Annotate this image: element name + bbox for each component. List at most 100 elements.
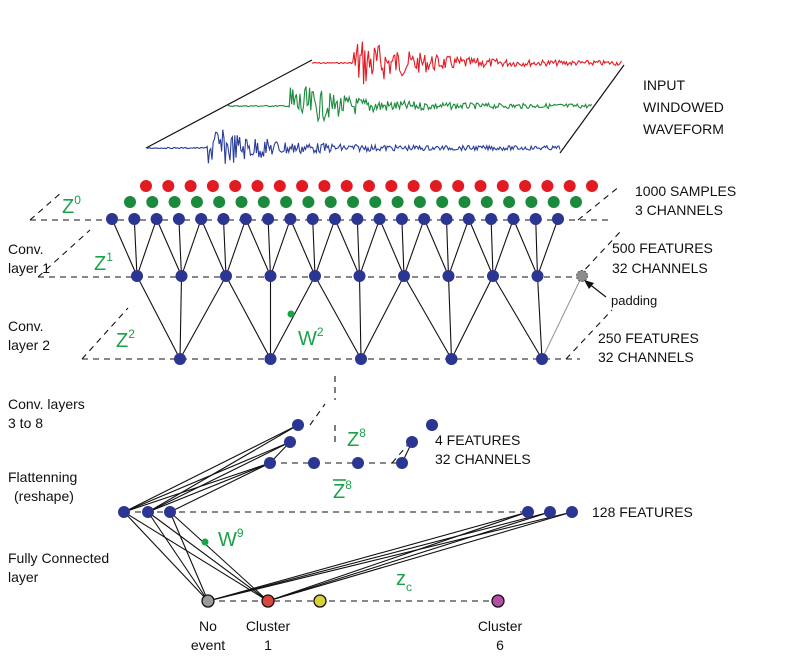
- f250-label-line2: 32 CHANNELS: [598, 349, 694, 365]
- flatten-node: [142, 506, 154, 518]
- edge-fc: [267, 511, 573, 602]
- edge-z1-z2: [136, 275, 181, 360]
- conv1-node: [442, 270, 455, 282]
- z8-channel-node: [426, 419, 438, 431]
- waveform-red-channel: [311, 41, 623, 85]
- cluster1-label-line2: 1: [264, 637, 272, 653]
- edge-z1-z2: [451, 275, 494, 360]
- sample-node-red: [385, 180, 398, 192]
- conv1-label-line2: layer 1: [8, 260, 50, 276]
- edge-z1-z2: [536, 275, 543, 360]
- node-cluster-1: [261, 594, 275, 608]
- edge-padding: [541, 275, 583, 360]
- input-node: [395, 213, 408, 225]
- node-no-event: [201, 594, 215, 608]
- sample-node-green: [302, 196, 315, 208]
- cluster6-label-line2: 6: [496, 637, 504, 653]
- input-node: [529, 213, 542, 225]
- edge-z8-flatten: [169, 462, 271, 513]
- edge-z0-z1: [180, 218, 202, 277]
- input-node: [373, 213, 386, 225]
- symbol-w2: W2: [298, 325, 324, 350]
- conv1-node: [531, 270, 544, 282]
- sample-node-red: [340, 180, 353, 192]
- conv1-node: [353, 270, 366, 282]
- edge-z0-z1: [536, 218, 559, 277]
- plane-z2-right: [565, 309, 613, 360]
- conv2-label-line2: layer 2: [8, 337, 50, 353]
- plane-z0-left: [29, 191, 63, 221]
- f500-label-line1: 500 FEATURES: [612, 240, 713, 256]
- edge-z0-z1: [225, 218, 247, 277]
- edge-z0-z1: [535, 218, 539, 277]
- symbol-zc: zc: [396, 568, 412, 594]
- connections: [111, 218, 583, 602]
- waveform-green-channel: [227, 86, 593, 123]
- nodes: [106, 180, 598, 518]
- edge-z8-flatten: [123, 441, 291, 513]
- padding-label: padding: [611, 293, 657, 308]
- sample-node-red: [496, 180, 509, 192]
- conv1-node: [220, 270, 232, 282]
- panel-edge-right: [559, 64, 625, 154]
- f4-label-line2: 32 CHANNELS: [435, 451, 531, 467]
- fc-label-line2: layer: [8, 569, 39, 585]
- edge-fc: [169, 511, 209, 602]
- cluster6-label-line1: Cluster: [478, 618, 523, 634]
- edge-fc: [147, 511, 269, 602]
- edge-z0-z1: [379, 218, 405, 277]
- sample-node-green: [257, 196, 270, 208]
- z8-node: [308, 457, 320, 469]
- sample-node-green: [413, 196, 426, 208]
- sample-node-red: [206, 180, 219, 192]
- edge-z1-z2: [360, 275, 405, 360]
- edge-z0-z1: [178, 218, 183, 277]
- flatten-node: [522, 506, 534, 518]
- sample-node-red: [184, 180, 197, 192]
- edge-z8-flatten: [147, 462, 271, 513]
- input-node: [106, 213, 118, 225]
- f4-label-line1: 4 FEATURES: [435, 432, 520, 448]
- edge-fc: [267, 511, 529, 602]
- input-node: [418, 213, 431, 225]
- fc-label-line1: Fully Connected: [8, 550, 109, 566]
- sample-node-red: [251, 180, 264, 192]
- conv2-node: [445, 353, 458, 365]
- symbol-z2: Z2: [116, 327, 135, 352]
- sample-node-red: [452, 180, 465, 192]
- input-label-line3: WAVEFORM: [643, 121, 724, 137]
- sample-node-red: [296, 180, 309, 192]
- padding-node: [576, 270, 588, 282]
- input-node: [150, 213, 163, 225]
- edge-z0-z1: [401, 218, 405, 277]
- weight-dot-w2: [287, 310, 295, 318]
- node-cluster-6: [491, 594, 505, 608]
- conv2-node: [174, 353, 186, 365]
- edge-fc: [169, 511, 269, 602]
- sample-node-green: [369, 196, 382, 208]
- input-label-line1: INPUT: [643, 77, 685, 93]
- sample-node-red: [429, 180, 442, 192]
- sample-node-green: [124, 196, 136, 208]
- sample-node-green: [213, 196, 226, 208]
- sample-node-red: [474, 180, 487, 192]
- conv1-node: [309, 270, 321, 282]
- edge-z0-z1: [133, 218, 138, 277]
- z8-channel-node: [406, 436, 418, 448]
- edge-z0-z1: [490, 218, 494, 277]
- no-event-label-line2: event: [191, 637, 225, 653]
- edge-z0-z1: [289, 218, 316, 277]
- z8-node: [352, 457, 364, 469]
- edge-z1-z2: [179, 275, 227, 360]
- edge-z0-z1: [512, 218, 539, 277]
- sample-node-green: [168, 196, 181, 208]
- input-node: [507, 213, 520, 225]
- symbol-z8-bar: Z8: [333, 478, 352, 503]
- sample-node-red: [519, 180, 532, 192]
- no-event-label-line1: No: [199, 618, 217, 634]
- input-node: [128, 213, 141, 225]
- f500-label-line2: 32 CHANNELS: [612, 260, 708, 276]
- sample-node-red: [162, 180, 175, 192]
- edge-z0-z1: [200, 218, 227, 277]
- input-node: [552, 213, 564, 225]
